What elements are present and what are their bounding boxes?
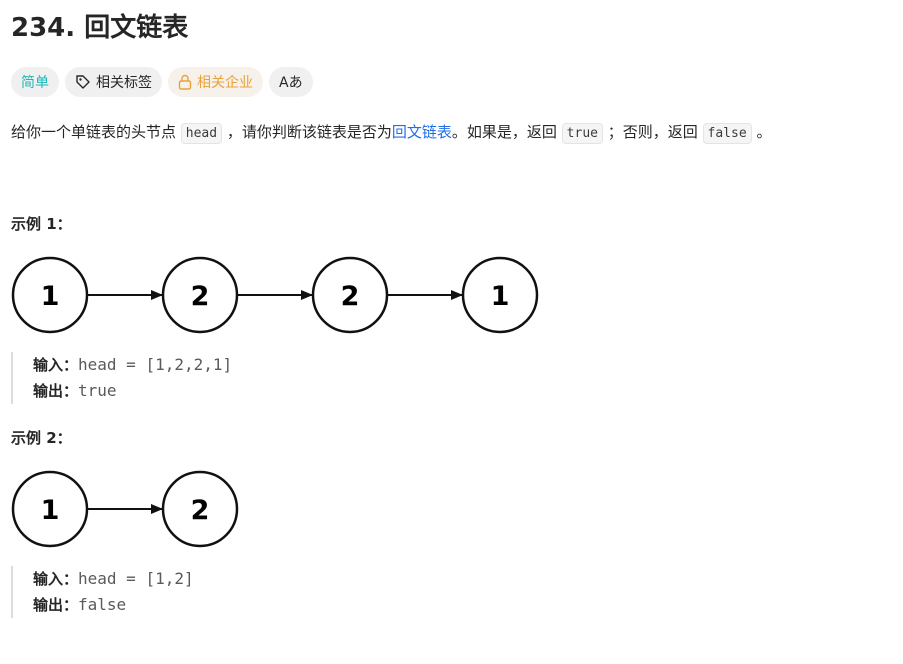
example-2-output: 输出：false <box>33 595 127 614</box>
code-true: true <box>561 123 603 144</box>
svg-text:1: 1 <box>41 281 60 312</box>
difficulty-badge[interactable]: 简单 <box>11 67 59 97</box>
svg-text:2: 2 <box>191 495 210 526</box>
svg-text:2: 2 <box>191 281 210 312</box>
list-node: 2 <box>161 470 239 548</box>
list-node: 1 <box>11 470 89 548</box>
example-2-io: 输入：head = [1,2] 输出：false <box>11 566 194 618</box>
related-tags-label: 相关标签 <box>96 75 152 91</box>
list-node: 1 <box>461 256 539 334</box>
lock-icon <box>178 74 192 90</box>
tag-icon <box>75 74 91 90</box>
palindrome-link[interactable]: 回文链表 <box>391 123 452 141</box>
list-node: 1 <box>11 256 89 334</box>
example-1-title: 示例 1： <box>11 215 72 233</box>
list-node: 2 <box>311 256 389 334</box>
tag-bar: 简单 相关标签 相关企业 Aあ <box>11 67 313 97</box>
example-1-io: 输入：head = [1,2,2,1] 输出：true <box>11 352 232 404</box>
code-head: head <box>180 123 223 144</box>
example-2-title: 示例 2： <box>11 429 72 447</box>
code-false: false <box>702 123 752 144</box>
translate-button[interactable]: Aあ <box>269 67 313 97</box>
svg-text:1: 1 <box>491 281 510 312</box>
example-1-output: 输出：true <box>33 381 117 400</box>
example-2-linked-list-diagram: 1 2 <box>11 470 239 548</box>
translate-icon: Aあ <box>279 75 303 91</box>
example-1-input: 输入：head = [1,2,2,1] <box>33 355 233 374</box>
page-title: 234. 回文链表 <box>11 13 189 43</box>
example-1-linked-list-diagram: 1 2 2 1 <box>11 256 539 334</box>
svg-text:1: 1 <box>41 495 60 526</box>
problem-description: 给你一个单链表的头节点 head ，请你判断该链表是否为回文链表。如果是，返回 … <box>11 118 771 148</box>
related-companies-label: 相关企业 <box>197 75 253 91</box>
example-2-input: 输入：head = [1,2] <box>33 569 194 588</box>
related-tags-button[interactable]: 相关标签 <box>65 67 162 97</box>
list-node: 2 <box>161 256 239 334</box>
difficulty-label: 简单 <box>21 75 49 91</box>
related-companies-button[interactable]: 相关企业 <box>168 67 263 97</box>
svg-text:2: 2 <box>341 281 360 312</box>
